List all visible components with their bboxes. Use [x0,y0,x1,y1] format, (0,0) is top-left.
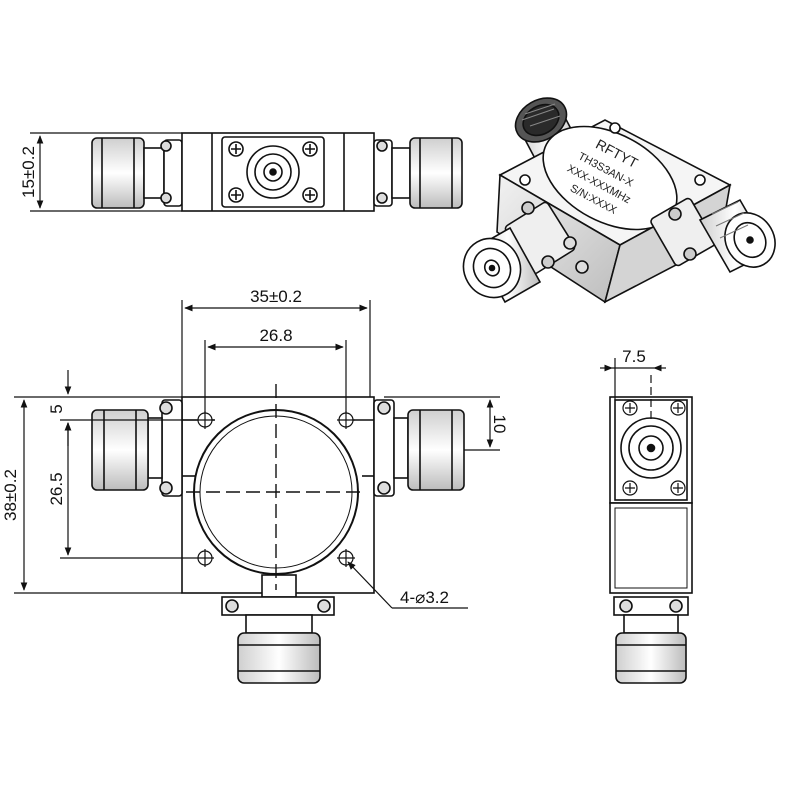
hole-callout-label: 4-⌀3.2 [400,588,449,607]
connector-offset-label: 7.5 [622,347,646,366]
hole-offset-label: 5 [47,404,66,413]
top-view [91,132,463,212]
hole-pitch-y-label: 26.5 [47,472,66,505]
connector-right [650,197,776,274]
top-view-height-label: 15±0.2 [19,146,38,198]
mounting-hole-icon [196,411,355,567]
screw-icon [622,400,686,496]
height-dimension-label: 38±0.2 [1,469,20,521]
screw-icon [228,141,318,203]
hole-pitch-x-label: 26.8 [259,326,292,345]
side-view [609,375,693,684]
isometric-view [462,97,776,304]
connector-left [462,201,576,304]
front-view [91,384,465,684]
side-view-dimension [600,358,666,400]
port-offset-label: 10 [490,415,509,434]
front-view-dimensions [14,300,500,609]
top-view-height-dimension [30,132,182,212]
width-dimension-label: 35±0.2 [250,287,302,306]
